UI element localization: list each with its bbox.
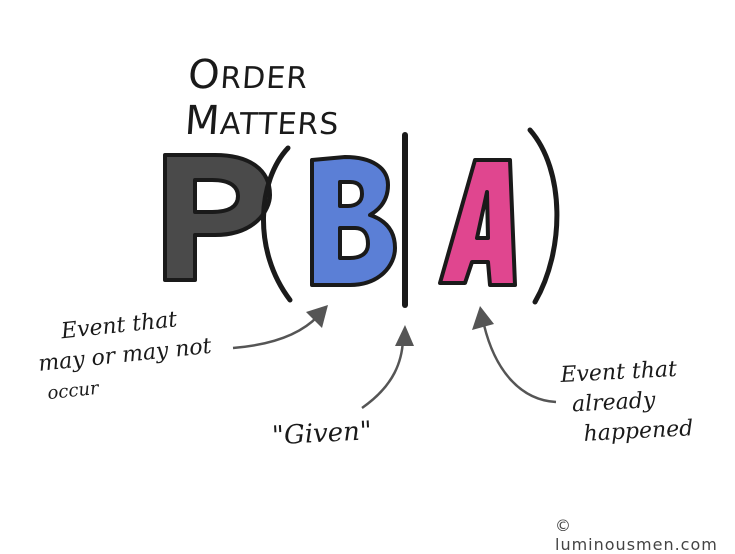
annotation-event-happened: Event that already happened [550,353,724,452]
letter-b [310,155,397,287]
credit-text: © luminousmen.com [555,516,718,554]
arrow-to-a [472,306,557,404]
arrow-to-b [232,305,328,350]
letter-a [438,158,517,287]
arrow-to-bar [361,325,414,410]
close-paren [527,127,560,305]
open-paren [261,145,293,303]
letter-p [163,153,272,282]
